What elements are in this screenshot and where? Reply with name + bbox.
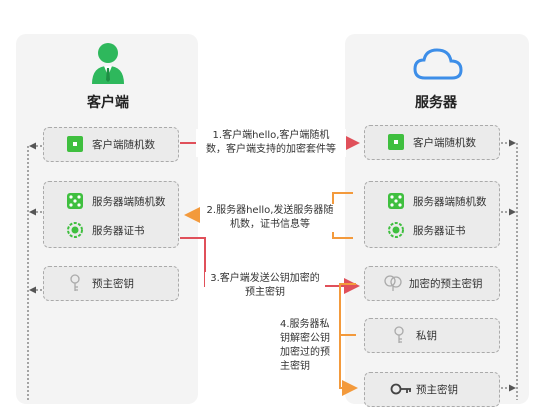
client-cert-row: 服务器证书 <box>66 221 145 239</box>
client-random-row: 客户端随机数 <box>66 135 155 153</box>
square-icon <box>66 135 84 153</box>
server-private-key-box <box>364 318 500 353</box>
server-cert-row: 服务器证书 <box>387 221 466 239</box>
server-encrypted-premaster-row: 加密的预主密钥 <box>383 274 483 292</box>
square-icon <box>387 133 405 151</box>
client-server-info-box <box>43 181 179 248</box>
client-random-box <box>43 127 179 162</box>
step3-line1: 3.客户端发送公钥加密的 <box>210 273 320 284</box>
certificate-icon <box>66 221 84 239</box>
server-title: 服务器 <box>415 95 457 111</box>
step2-line2: 机数，证书信息等 <box>230 219 310 230</box>
step3-label: 3.客户端发送公钥加密的 预主密钥 <box>205 272 325 300</box>
encrypted-key-icon <box>383 274 402 292</box>
server-encrypted-premaster-label: 加密的预主密钥 <box>409 277 483 290</box>
client-title: 客户端 <box>87 95 129 111</box>
key-icon <box>66 274 84 292</box>
cloud-icon <box>413 48 463 80</box>
server-random-label: 服务器端随机数 <box>413 195 487 208</box>
step1-line2: 数，客户端支持的加密套件等 <box>206 144 336 155</box>
step4-line4: 主密钥 <box>280 361 310 372</box>
server-premaster-row: 预主密钥 <box>390 380 458 398</box>
step4-line2: 钥解密公钥 <box>280 333 330 344</box>
client-premaster-label: 预主密钥 <box>92 277 134 290</box>
server-client-random-label: 客户端随机数 <box>413 136 476 149</box>
client-premaster-box <box>43 266 179 301</box>
dark-key-icon <box>390 380 411 398</box>
server-client-random-box <box>364 125 500 160</box>
server-premaster-label: 预主密钥 <box>416 383 458 396</box>
dice-icon <box>66 192 84 210</box>
dice-icon <box>387 192 405 210</box>
step3-line2: 预主密钥 <box>245 287 285 298</box>
client-cert-label: 服务器证书 <box>92 224 145 237</box>
step4-line1: 4.服务器私 <box>280 319 330 330</box>
client-premaster-row: 预主密钥 <box>66 274 134 292</box>
client-random-label: 客户端随机数 <box>92 138 155 151</box>
user-icon <box>92 43 124 84</box>
client-server-random-row: 服务器端随机数 <box>66 192 166 210</box>
certificate-icon <box>387 221 405 239</box>
server-encrypted-premaster-box <box>364 266 500 301</box>
server-private-key-label: 私钥 <box>416 329 437 342</box>
step2-label: 2.服务器hello,发送服务器随 机数，证书信息等 <box>200 204 340 232</box>
server-info-box <box>364 181 500 248</box>
step1-line1: 1.客户端hello,客户端随机 <box>212 130 330 141</box>
client-server-random-label: 服务器端随机数 <box>92 195 166 208</box>
step4-line3: 加密过的预 <box>280 347 330 358</box>
step2-line1: 2.服务器hello,发送服务器随 <box>206 205 334 216</box>
server-client-random-row: 客户端随机数 <box>387 133 476 151</box>
server-cert-label: 服务器证书 <box>413 224 466 237</box>
key-icon <box>390 326 408 344</box>
server-random-row: 服务器端随机数 <box>387 192 487 210</box>
step1-label: 1.客户端hello,客户端随机 数，客户端支持的加密套件等 <box>196 129 346 157</box>
server-private-key-row: 私钥 <box>390 326 437 344</box>
step4-label: 4.服务器私 钥解密公钥 加密过的预 主密钥 <box>280 318 340 374</box>
